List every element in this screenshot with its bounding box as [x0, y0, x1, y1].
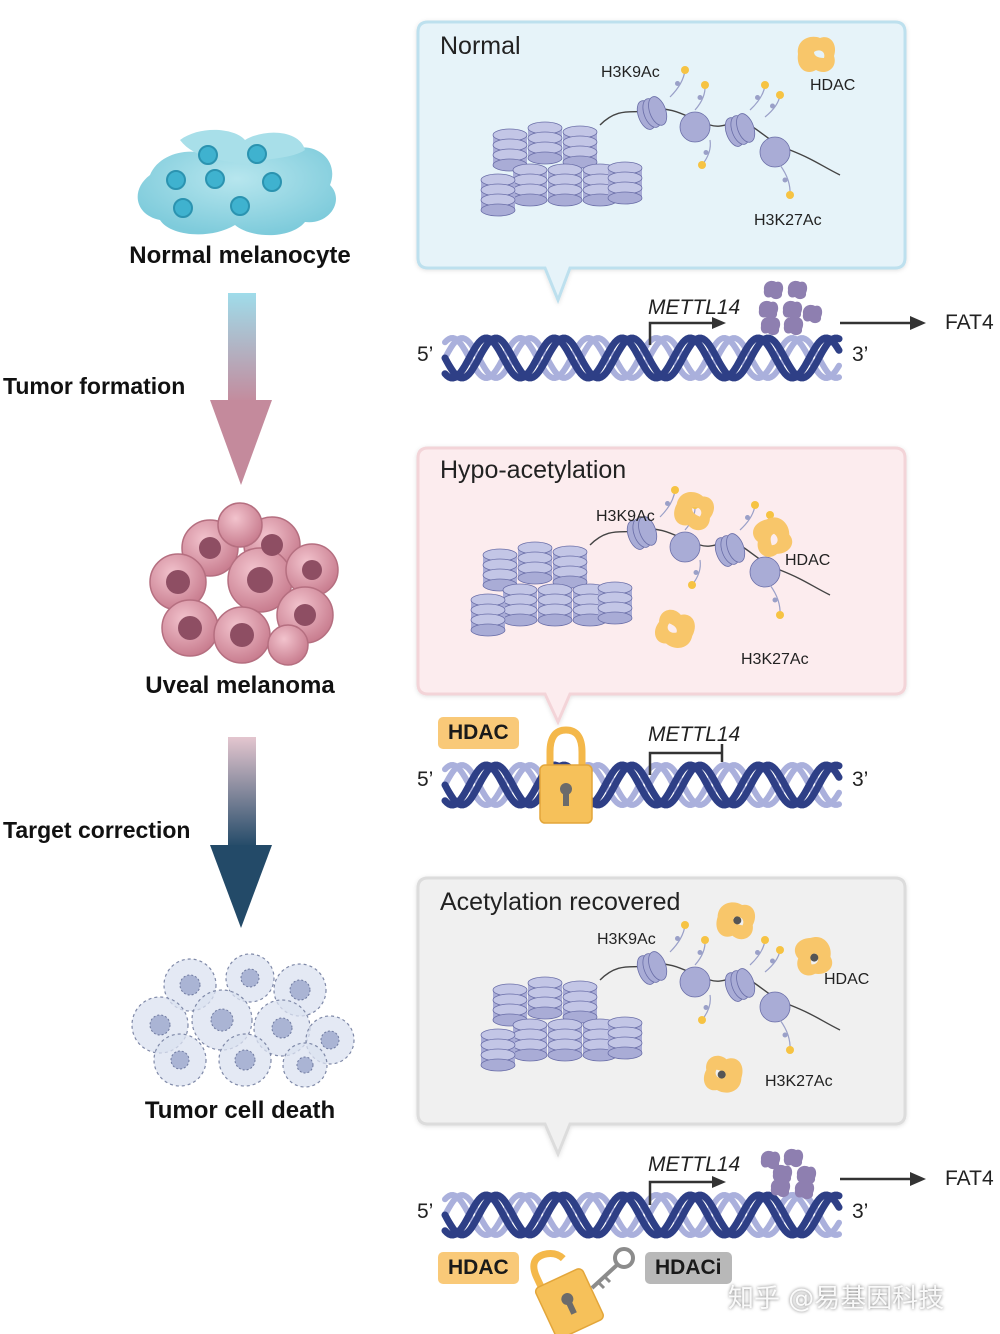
hdac-enzyme-icon: [703, 1055, 743, 1093]
chromatin-normal: [480, 36, 841, 217]
label-tumor-formation: Tumor formation: [3, 373, 186, 399]
five-prime-3: 5’: [417, 1200, 434, 1223]
three-prime-2: 3’: [852, 768, 869, 791]
transcription-arrow-3: [648, 1176, 726, 1205]
mark-h3k27ac-3: H3K27Ac: [765, 1073, 833, 1090]
uveal-melanoma-cluster: [149, 502, 339, 666]
mark-h3k27ac-1: H3K27Ac: [754, 212, 822, 229]
fat4-protein-icon: [783, 1148, 804, 1168]
gene-label-2: METTL14: [648, 723, 741, 746]
key-icon: [590, 1247, 635, 1290]
product-arrow-3: [840, 1172, 926, 1186]
fat4-protein-icon: [783, 316, 804, 336]
panel-acetylation-recovered: [416, 876, 907, 1158]
hdac-tag-2: HDAC: [438, 1252, 519, 1284]
hdac-enzyme-icon: [797, 36, 836, 73]
hdac-tag-1: HDAC: [438, 717, 519, 749]
dna-helix-2: [441, 761, 843, 809]
fat4-protein-icon: [760, 1150, 781, 1170]
enzyme-hdac-1: HDAC: [810, 77, 856, 94]
five-prime-1: 5’: [417, 343, 434, 366]
product-arrow-1: [840, 316, 926, 330]
mark-h3k9ac-1: H3K9Ac: [601, 64, 660, 81]
target-correction-arrow: [210, 737, 272, 928]
hdac-enzyme-icon: [716, 902, 756, 940]
label-uveal-melanoma: Uveal melanoma: [145, 672, 335, 699]
fat4-protein-icon: [758, 300, 779, 320]
enzyme-hdac-3: HDAC: [824, 971, 870, 988]
dna-helix-1: [441, 334, 843, 382]
dna-helix-3: [441, 1191, 843, 1239]
panel-title-acetylation-recovered: Acetylation recovered: [440, 888, 681, 916]
five-prime-2: 5’: [417, 768, 434, 791]
product-label-1: FAT4: [945, 311, 994, 334]
hdac-enzyme-icon: [794, 937, 833, 976]
mark-h3k9ac-2: H3K9Ac: [596, 508, 655, 525]
fat4-protein-icon: [770, 1178, 791, 1198]
fat4-protein-icon: [796, 1165, 817, 1185]
chromatin-acetylation-recovered: [480, 902, 841, 1093]
three-prime-1: 3’: [852, 343, 869, 366]
fat4-protein-icon: [760, 316, 781, 336]
mark-h3k9ac-3: H3K9Ac: [597, 931, 656, 948]
gene-label-3: METTL14: [648, 1153, 741, 1176]
tumor-formation-arrow: [210, 293, 272, 485]
hdac-enzyme-icon: [674, 492, 714, 531]
mark-h3k27ac-2: H3K27Ac: [741, 651, 809, 668]
transcription-blocked-arrow: [648, 744, 724, 775]
fat4-protein-icon: [787, 280, 808, 300]
panel-title-hypo-acetylation: Hypo-acetylation: [440, 456, 627, 484]
panel-hypo-acetylation: [416, 446, 907, 726]
fat4-protein-icon: [794, 1180, 815, 1200]
normal-melanocyte-cluster: [137, 129, 336, 236]
panel-normal: [416, 20, 907, 305]
fat4-protein-icon: [772, 1164, 793, 1184]
label-target-correction: Target correction: [3, 817, 191, 843]
panel-title-normal: Normal: [440, 32, 521, 60]
watermark: 知乎 @易基因科技: [728, 1284, 945, 1314]
product-label-3: FAT4: [945, 1167, 994, 1190]
gene-label-1: METTL14: [648, 296, 741, 319]
enzyme-hdac-2: HDAC: [785, 552, 831, 569]
fat4-protein-cluster-3: [760, 1148, 817, 1200]
fat4-protein-icon: [802, 304, 823, 324]
hdac-enzyme-icon: [753, 517, 793, 557]
hdac-enzyme-icon: [655, 609, 695, 648]
label-normal-melanocyte: Normal melanocyte: [129, 242, 351, 269]
unlocked-padlock-icon: [530, 1250, 604, 1334]
locked-padlock-icon: [539, 726, 593, 824]
dead-cell-nuclei: [149, 968, 340, 1074]
chromatin-hypo-acetylation: [470, 486, 831, 648]
hdaci-tag: HDACi: [645, 1252, 732, 1284]
transcription-arrow-1: [648, 317, 726, 345]
fat4-protein-cluster-1: [758, 280, 823, 336]
three-prime-3: 3’: [852, 1200, 869, 1223]
fat4-protein-icon: [782, 300, 803, 320]
label-tumor-cell-death: Tumor cell death: [144, 1097, 336, 1124]
fat4-protein-icon: [763, 280, 784, 300]
